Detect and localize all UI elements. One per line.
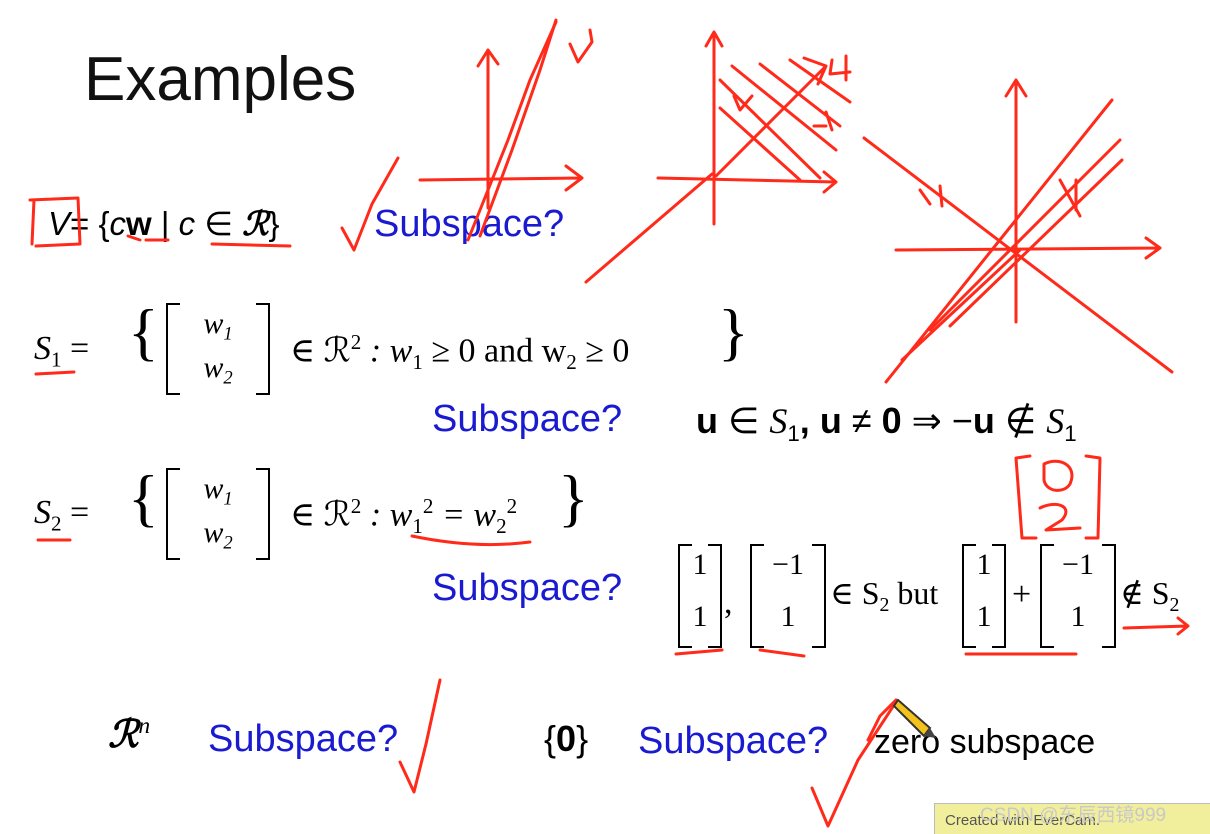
s1-condition: ∈ ℛ2 : w1 ≥ 0 and w2 ≥ 0: [290, 330, 630, 375]
zero-subspace-label: zero subspace: [874, 723, 1096, 761]
plus-sign: +: [1012, 576, 1032, 613]
pencil-cursor-icon: [892, 698, 936, 738]
s2-open-brace: {: [128, 462, 159, 533]
s2-column-vector: w1 w2: [166, 468, 270, 560]
subspace-question-s2: Subspace?: [432, 567, 623, 609]
not-in-s2: ∉ S2: [1120, 575, 1180, 616]
vector-comma: ,: [724, 584, 733, 621]
s1-open-brace: {: [128, 296, 159, 367]
s1-close-brace: }: [718, 296, 749, 367]
s1-definition-lhs: S1 =: [34, 330, 90, 372]
subspace-question-zero: Subspace?: [638, 720, 829, 762]
s2-close-brace: }: [558, 462, 589, 533]
vector-1-1: 1 1: [678, 544, 722, 648]
s1-counterexample: u ∈ S1, u ≠ 0 ⇒ −u ∉ S1: [696, 400, 1077, 446]
in-s2-but: ∈ S2 but: [830, 575, 939, 616]
s2-condition: ∈ ℛ2 : w12 = w22: [290, 494, 518, 539]
csdn-watermark: CSDN @东辰西镜999: [980, 805, 1167, 826]
zero-set: {0}: [544, 718, 589, 759]
vector-neg1-1: −1 1: [750, 544, 826, 648]
rn-set: ℛn: [108, 712, 151, 756]
evercam-watermark: Created with EverCam.: [934, 803, 1210, 834]
vector-neg1-1-sum-b: −1 1: [1040, 544, 1116, 648]
subspace-question-rn: Subspace?: [208, 718, 399, 760]
vector-1-1-sum-a: 1 1: [962, 544, 1006, 648]
s2-definition-lhs: S2 =: [34, 494, 90, 536]
subspace-question-s1: Subspace?: [432, 398, 623, 440]
s1-column-vector: w1 w2: [166, 303, 270, 395]
slide-title: Examples: [84, 45, 357, 114]
